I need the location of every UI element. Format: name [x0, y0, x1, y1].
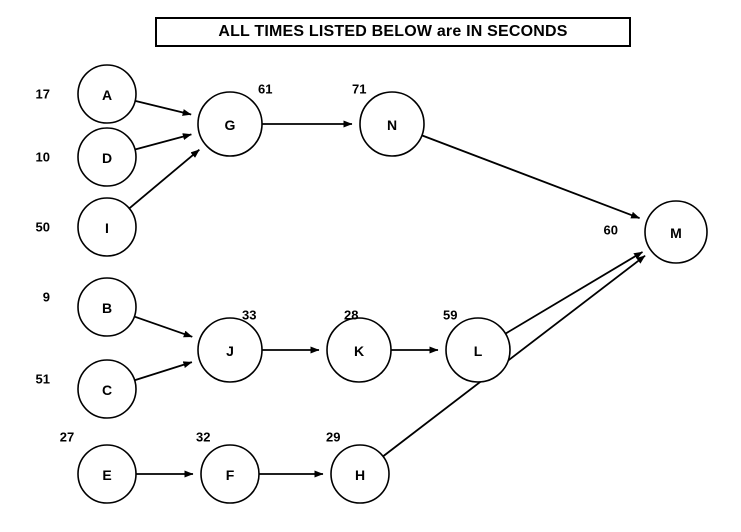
node-h[interactable]: H: [330, 444, 390, 504]
node-label-g: G: [225, 117, 236, 133]
node-b[interactable]: B: [77, 277, 137, 337]
edge-d-to-g: [134, 133, 192, 151]
time-label-g: 61: [258, 82, 272, 97]
node-circle-d: [77, 127, 137, 187]
node-circle-n: [359, 91, 425, 157]
time-labels-layer: 17 10 50 61 71 9 51 33 28 59 27 32 29 60: [36, 82, 618, 445]
node-label-b: B: [102, 300, 112, 316]
node-circle-b: [77, 277, 137, 337]
node-circle-i: [77, 197, 137, 257]
edge-h-to-m: [382, 254, 646, 458]
edge-l-to-m: [505, 251, 643, 335]
time-label-n: 71: [352, 82, 366, 97]
time-label-m: 60: [604, 223, 618, 238]
edge-c-to-j: [134, 361, 193, 382]
time-label-f: 32: [196, 430, 210, 445]
node-l[interactable]: L: [445, 317, 511, 383]
time-label-d: 10: [36, 150, 50, 165]
node-c[interactable]: C: [77, 359, 137, 419]
node-label-d: D: [102, 150, 112, 166]
time-label-e: 27: [60, 430, 74, 445]
node-label-l: L: [474, 343, 483, 359]
nodes-layer: A D I G N B C J K L E F H M: [77, 64, 708, 504]
node-k[interactable]: K: [326, 317, 392, 383]
node-label-f: F: [226, 467, 235, 483]
node-label-c: C: [102, 382, 112, 398]
node-label-j: J: [226, 343, 234, 359]
node-m[interactable]: M: [644, 200, 708, 264]
time-label-h: 29: [326, 430, 340, 445]
node-a[interactable]: A: [77, 64, 137, 124]
node-circle-m: [644, 200, 708, 264]
node-d[interactable]: D: [77, 127, 137, 187]
time-label-a: 17: [36, 87, 50, 102]
node-circle-j: [197, 317, 263, 383]
time-label-i: 50: [36, 220, 50, 235]
edges-layer: [128, 99, 646, 478]
node-label-i: I: [105, 220, 109, 236]
edge-b-to-j: [134, 315, 193, 338]
edge-a-to-g: [134, 99, 192, 116]
edge-i-to-g: [128, 148, 200, 210]
node-n[interactable]: N: [359, 91, 425, 157]
time-label-b: 9: [43, 290, 50, 305]
node-circle-h: [330, 444, 390, 504]
node-circle-a: [77, 64, 137, 124]
node-label-k: K: [354, 343, 364, 359]
node-g[interactable]: G: [197, 91, 263, 157]
time-label-k: 28: [344, 308, 358, 323]
time-label-c: 51: [36, 372, 50, 387]
node-circle-c: [77, 359, 137, 419]
node-circle-g: [197, 91, 263, 157]
node-j[interactable]: J: [197, 317, 263, 383]
edge-n-to-m: [421, 134, 641, 219]
node-label-e: E: [102, 467, 111, 483]
node-f[interactable]: F: [200, 444, 260, 504]
node-label-m: M: [670, 225, 682, 241]
title-text: ALL TIMES LISTED BELOW are IN SECONDS: [218, 23, 568, 40]
node-circle-k: [326, 317, 392, 383]
node-circle-e: [77, 444, 137, 504]
node-e[interactable]: E: [77, 444, 137, 504]
node-circle-f: [200, 444, 260, 504]
node-label-h: H: [355, 467, 365, 483]
time-label-l: 59: [443, 308, 457, 323]
node-i[interactable]: I: [77, 197, 137, 257]
time-label-j: 33: [242, 308, 256, 323]
node-label-n: N: [387, 117, 397, 133]
title-banner: ALL TIMES LISTED BELOW are IN SECONDS: [155, 17, 631, 47]
node-label-a: A: [102, 87, 112, 103]
node-circle-l: [445, 317, 511, 383]
